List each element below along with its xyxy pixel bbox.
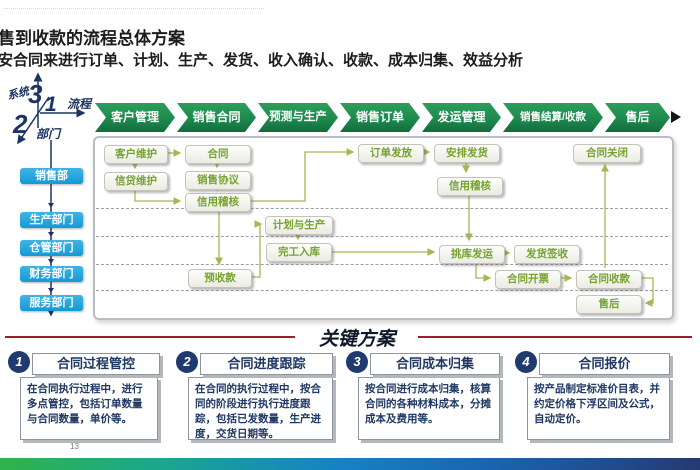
top-faint-line [4,8,264,9]
flow-box-plan-production: 计划与生产 [265,216,333,235]
flow-box-customer-maintenance: 客户维护 [104,145,168,164]
phase-after-sales: 售后 [605,103,670,132]
dept-sales: 销售部 [20,168,83,184]
card-2-body: 在合同的执行过程中，按合同的阶段进行执行进度跟踪，包括已发数量，生产进度，交货日… [188,377,333,440]
card-3-number-badge: 3 [346,351,368,373]
flow-box-arrange-shipment: 安排发货 [434,144,500,163]
slide-subtitle: 安合同来进行订单、计划、生产、发货、收入确认、收款、成本归集、效益分析 [0,52,524,69]
phase-settlement-collection: 销售结算/收款 [503,103,603,132]
flow-box-sales-agreement: 销售协议 [185,171,251,190]
card-4-body: 按产品制定标准价目表，并约定价格下浮区间及公式，自动定价。 [527,377,670,440]
card-4-title: 合同报价 [539,353,670,375]
phase-forecast-production: 预测与生产 [258,103,338,132]
lane-separator-3 [96,264,668,265]
card-1-title: 合同过程管控 [32,353,160,375]
flow-swimlane-container [93,136,674,320]
dept-finance: 财务部门 [20,266,83,282]
card-3-title: 合同成本归集 [370,353,500,375]
band-end-arrow-icon [671,111,681,123]
page-number: 13 [70,442,79,451]
flow-box-delivery-sign: 发货签收 [514,245,580,264]
card-3-body: 按合同进行成本归集，核算合同的各种材料成本，分摊成本及费用等。 [358,377,500,440]
axis-dept-number: 2 [13,109,28,139]
phase-sales-contract: 销售合同 [177,103,256,132]
flow-box-contract: 合同 [185,145,251,164]
phase-shipping-management: 发运管理 [422,103,501,132]
dept-warehouse: 仓管部门 [20,240,83,256]
flow-box-credit-audit-1: 信用稽核 [185,193,251,212]
card-4-number-badge: 4 [515,351,537,373]
flow-box-order-release: 订单发放 [358,144,424,163]
phase-customer-management: 客户管理 [95,103,175,132]
slide-title: 售到收款的流程总体方案 [0,29,185,48]
flow-box-contract-invoice: 合同开票 [495,270,561,289]
flow-box-contract-close: 合同关闭 [573,144,641,163]
lane-separator-4 [96,290,668,291]
lane-separator-1 [96,208,668,209]
divider-line-right [418,336,692,338]
flow-box-credit-maintenance: 信贷维护 [104,172,168,191]
flow-box-after-sales: 售后 [576,295,642,314]
card-1-number-badge: 1 [8,351,30,373]
dept-service: 服务部门 [20,295,83,311]
phase-sales-order: 销售订单 [340,103,420,132]
axis-system-label: 系统 [6,85,31,103]
axis-process-number: 1 [45,93,57,116]
flow-box-pick-ship: 挑库发运 [439,245,505,264]
flow-box-advance-payment: 预收款 [188,269,252,288]
flow-box-finished-goods-in: 完工入库 [266,243,332,262]
flow-box-contract-collection: 合同收款 [576,270,642,289]
card-2-number-badge: 2 [176,351,198,373]
axis-dept-label: 部门 [36,127,61,141]
key-section-title: 关键方案 [318,329,395,350]
footer-gradient-bar [0,458,700,470]
divider-line-left [5,336,295,338]
flow-box-credit-audit-2: 信用稽核 [437,177,503,196]
lane-separator-2 [96,236,668,237]
card-2-title: 合同进度跟踪 [200,353,333,375]
axis-system-number: 3 [28,79,43,109]
axis-process-label: 流程 [67,97,92,111]
dept-production: 生产部门 [20,212,83,228]
card-1-body: 在合同执行过程中，进行多点管控，包括订单数量与合同数量，单价等。 [20,377,158,440]
